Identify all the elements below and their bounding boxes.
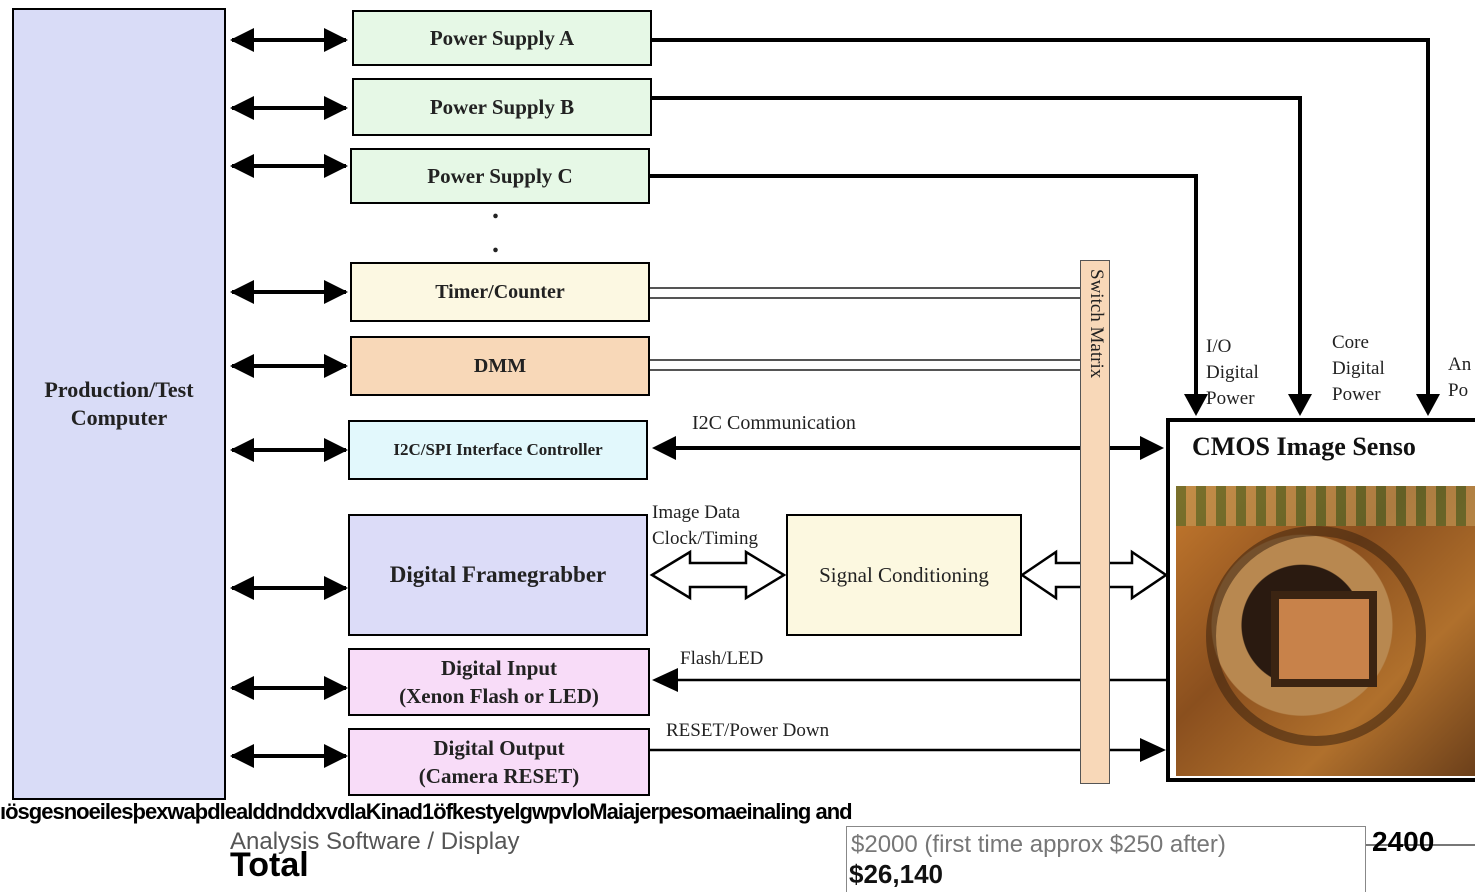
footer-overlapped-text: ıösgesnoeilesþexwaþdlealddnddxvdlaKinad1…: [0, 799, 853, 824]
cmos-image-sensor: CMOS Image Senso: [1166, 418, 1475, 782]
cmos-image-sensor-title: CMOS Image Senso: [1192, 432, 1416, 461]
power-supply-b: Power Supply B: [352, 78, 652, 136]
diagram-connectors: [230, 28, 1440, 768]
footer-rule: [1366, 844, 1475, 846]
dmm: DMM: [350, 336, 650, 396]
computer-links: [230, 28, 348, 768]
digital-framegrabber: Digital Framegrabber: [348, 514, 648, 636]
production-test-computer: Production/Test Computer: [12, 8, 226, 800]
bus-lines: [650, 287, 1080, 371]
ellipsis-dot-1: .: [492, 194, 499, 225]
footer-number: 2400: [1372, 826, 1435, 857]
reset-power-down-label: RESET/Power Down: [666, 720, 830, 741]
i2c-spi-interface-controller: I2C/SPI Interface Controller: [348, 420, 648, 480]
power-supply-a: Power Supply A: [352, 10, 652, 66]
signal-conditioning: Signal Conditioning: [786, 514, 1022, 636]
power-supply-c: Power Supply C: [350, 148, 650, 204]
footer-total-label: Total: [230, 846, 309, 884]
flash-led-label: Flash/LED: [680, 648, 764, 669]
timer-counter: Timer/Counter: [350, 262, 650, 322]
sensor-pcb-edge: [1176, 486, 1475, 526]
overlapping-text-footer: ıösgesnoeilesþexwaþdlealddnddxvdlaKinad1…: [0, 800, 1475, 892]
footer-cost-cell: $2000 (first time approx $250 after) $26…: [846, 826, 1366, 892]
analog-power-label: An Po: [1448, 354, 1472, 401]
ellipsis-dot-2: .: [492, 228, 499, 259]
digital-input: Digital Input (Xenon Flash or LED): [348, 648, 650, 716]
core-digital-power-label: Core Digital Power: [1332, 332, 1385, 405]
sensor-die: [1271, 591, 1377, 687]
clock-timing-label: Clock/Timing: [652, 528, 758, 549]
switch-matrix-label: Switch Matrix: [1086, 269, 1107, 379]
digital-output: Digital Output (Camera RESET): [348, 728, 650, 796]
footer-cost-total: $26,140: [849, 859, 943, 889]
power-arrowheads: [1184, 394, 1440, 416]
io-digital-power-label: I/O Digital Power: [1206, 336, 1259, 409]
sensor-lens-ring: [1206, 526, 1426, 746]
power-lines: [650, 38, 1430, 400]
sensor-photo: [1176, 486, 1475, 776]
footer-cost-note: $2000 (first time approx $250 after): [851, 831, 1226, 858]
i2c-communication-label: I2C Communication: [692, 412, 856, 434]
image-data-label: Image Data: [652, 502, 741, 523]
footer-software-line: Analysis Software / Display: [230, 828, 520, 855]
switch-matrix: Switch Matrix: [1080, 260, 1110, 784]
